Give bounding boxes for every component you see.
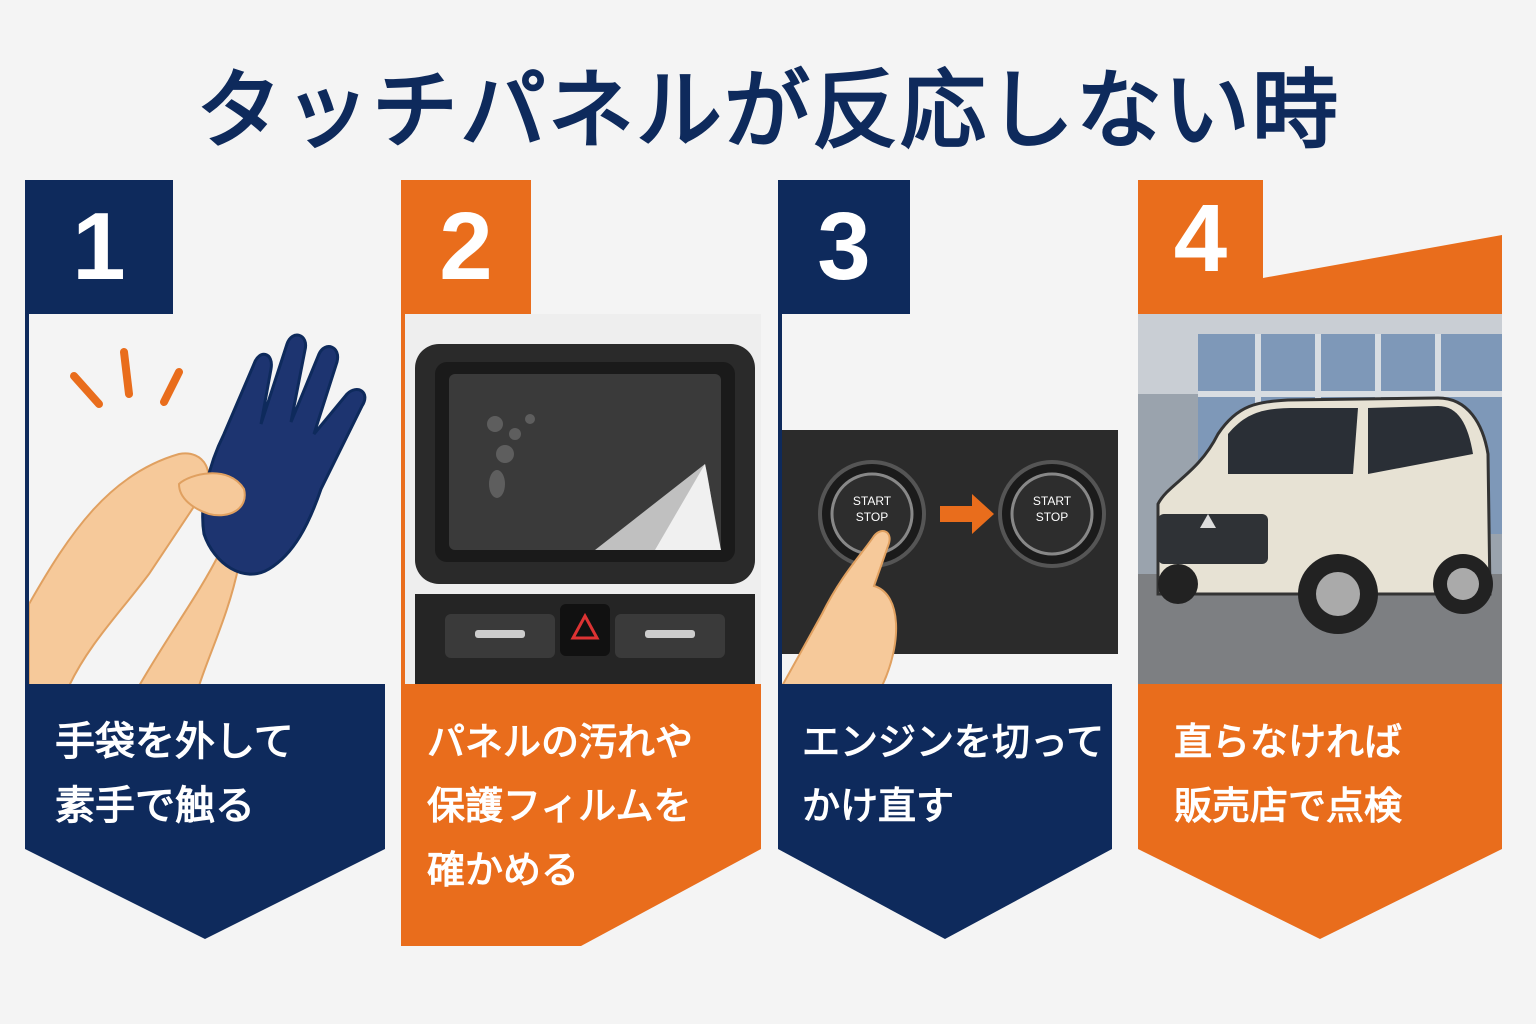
start-stop-label: STOP: [855, 510, 889, 524]
step-caption: パネルの汚れや 保護フィルムを 確かめる: [427, 720, 694, 892]
glove-removal-icon: [29, 333, 367, 686]
step-number: 2: [401, 180, 531, 314]
step-number: 3: [778, 180, 910, 314]
start-stop-label: START: [852, 494, 892, 508]
step-caption: 手袋を外して 素手で触る: [55, 719, 294, 829]
caption-banner: [778, 684, 1112, 939]
step-number: 1: [25, 180, 173, 314]
car-dealership-icon: [1138, 314, 1502, 686]
step-illustration-frame: [25, 314, 385, 686]
orange-frame-top: [1138, 235, 1502, 320]
caption-banner: [1138, 684, 1502, 939]
start-stop-label: START: [1032, 494, 1072, 508]
page-title: タッチパネルが反応しない時: [196, 61, 1340, 161]
start-stop-button-icon: [782, 314, 1138, 686]
step-caption: エンジンを切って かけ直す: [802, 720, 1105, 828]
step-caption: 直らなければ 販売店で点検: [1174, 720, 1403, 828]
step-illustration-frame: [1138, 314, 1502, 686]
touchscreen-film-icon: [405, 314, 761, 686]
caption-banner: [25, 684, 385, 939]
start-stop-label: STOP: [1035, 510, 1069, 524]
step-illustration-frame: [401, 314, 761, 686]
step-number: 4: [1138, 180, 1263, 298]
step-illustration-frame: START STOP START STOP: [778, 314, 1138, 686]
caption-banner: [401, 684, 761, 946]
